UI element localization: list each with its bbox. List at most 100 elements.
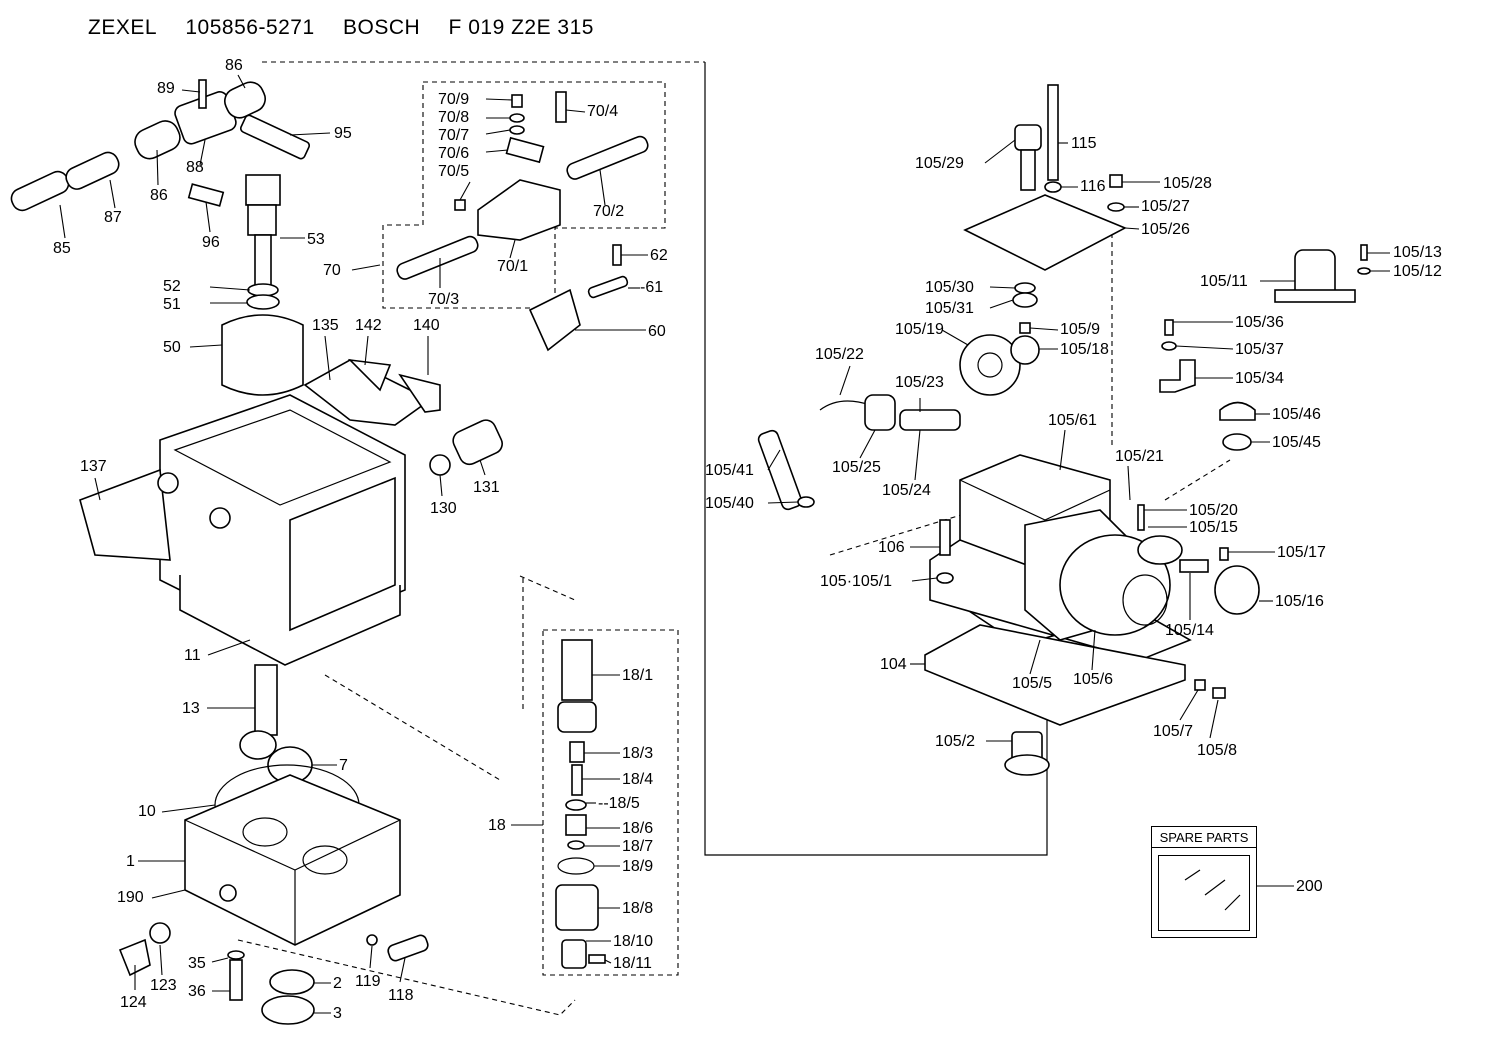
group-18-outline [542, 629, 679, 976]
callout-label: 88 [186, 159, 204, 176]
callout-leader-line [159, 944, 163, 976]
washer-105-37 [1161, 341, 1177, 351]
callout-leader-line [199, 139, 206, 166]
callout-label: 85 [53, 240, 71, 257]
shaft-70-3 [396, 235, 479, 280]
spare-parts-bag-lines [1184, 869, 1241, 911]
callout-label: 105/36 [1235, 314, 1284, 331]
callout-leader-line [479, 459, 486, 476]
callout-label: 105/24 [882, 482, 931, 499]
part-number-label: 105856-5271 [185, 16, 315, 39]
callout-leader-line [604, 959, 612, 964]
plug-base-105-2 [1004, 754, 1050, 776]
callout-label: 18/9 [622, 858, 653, 875]
cup-50 [221, 314, 304, 396]
sleeve-18-1 [557, 701, 597, 733]
motor-105-6-face [1122, 574, 1168, 626]
callout-label: 105/22 [815, 346, 864, 363]
sleeve-86 [134, 120, 181, 160]
callout-label: 105/40 [705, 495, 754, 512]
knob-105-16 [1214, 565, 1260, 615]
callout-label: 123 [150, 977, 177, 994]
bolt-head-105-29 [1014, 124, 1042, 151]
bearing-3 [261, 995, 315, 1025]
nut-105-19 [1019, 322, 1031, 334]
callout-label: 2 [333, 975, 342, 992]
callout-label: 105/31 [925, 300, 974, 317]
nut-18-10 [561, 939, 587, 969]
washer-35 [227, 950, 245, 960]
callout-label: 105/14 [1165, 622, 1214, 639]
callout-label: 3 [333, 1005, 342, 1022]
callout-label: 70/9 [438, 91, 469, 108]
callout-label: 11 [184, 647, 201, 664]
callout-label: 105/27 [1141, 198, 1190, 215]
callout-label: 105/13 [1393, 244, 1442, 261]
ring-18-7 [567, 840, 585, 850]
callout-leader-line [205, 201, 211, 233]
screw-105-17 [1219, 547, 1229, 561]
washer-105-12 [1357, 267, 1371, 275]
callout-label: 130 [430, 500, 457, 517]
callout-label: 13 [182, 700, 200, 717]
pin-105-20 [1137, 504, 1145, 531]
callout-label: 105/41 [705, 462, 754, 479]
shaft-105-14 [1179, 559, 1209, 573]
callout-label: 105/19 [895, 321, 944, 338]
callout-leader-line [209, 286, 251, 291]
callout-label: 36 [188, 983, 206, 1000]
rod-85 [10, 170, 70, 212]
callout-leader-line [1059, 429, 1066, 471]
callout-leader-line [485, 98, 513, 101]
washer-130 [429, 454, 451, 476]
callout-label: 200 [1296, 878, 1323, 895]
lever-140 [398, 373, 441, 413]
pin-18-11 [588, 954, 606, 964]
callout-leader-line [485, 149, 509, 153]
callout-label: 142 [355, 317, 382, 334]
callout-leader-line [989, 299, 1014, 309]
pin-70-4 [555, 91, 567, 123]
callout-label: 96 [202, 234, 220, 251]
callout-label: 105/30 [925, 279, 974, 296]
callout-leader-line [1029, 639, 1041, 675]
stem-53 [254, 234, 272, 286]
callout-label: -61 [640, 279, 663, 296]
washer-105-40 [797, 496, 815, 508]
callout-leader-line [839, 365, 851, 396]
callout-label: 18/10 [613, 933, 653, 950]
pin-61 [587, 275, 629, 299]
callout-label: 1 [126, 853, 135, 870]
callout-label: 105/11 [1200, 273, 1248, 290]
callout-label: 124 [120, 994, 147, 1011]
callout-label: 70/1 [497, 258, 528, 275]
callout-label: 105/12 [1393, 263, 1442, 280]
pin-62 [612, 244, 622, 266]
gear-105-18 [1010, 335, 1040, 365]
callout-leader-line [289, 132, 331, 136]
callout-leader-line [914, 429, 921, 481]
callout-label: 105/26 [1141, 221, 1190, 238]
callout-leader-line [1209, 699, 1219, 739]
callout-label: 105/23 [895, 374, 944, 391]
callout-leader-line [485, 129, 511, 135]
callout-label: 50 [163, 339, 181, 356]
callout-label: 105/5 [1012, 675, 1052, 692]
callout-leader-line [369, 945, 373, 969]
housing-105-edge [959, 479, 1111, 521]
callout-label: 87 [104, 209, 122, 226]
fork-53-top [245, 174, 281, 206]
callout-label: 135 [312, 317, 339, 334]
bracket-105-34 [1159, 359, 1196, 393]
sensor-flange-105-11 [1274, 289, 1356, 303]
callout-leader-line [911, 577, 938, 582]
callout-leader-line [351, 264, 381, 271]
callout-label: 70/4 [587, 103, 618, 120]
washer-105-27 [1107, 202, 1125, 212]
brand-label: ZEXEL [88, 16, 158, 39]
o-ring-18-9 [557, 857, 595, 875]
callout-label: 70/5 [438, 163, 469, 180]
callout-label: 70 [323, 262, 341, 279]
callout-label: 52 [163, 278, 181, 295]
